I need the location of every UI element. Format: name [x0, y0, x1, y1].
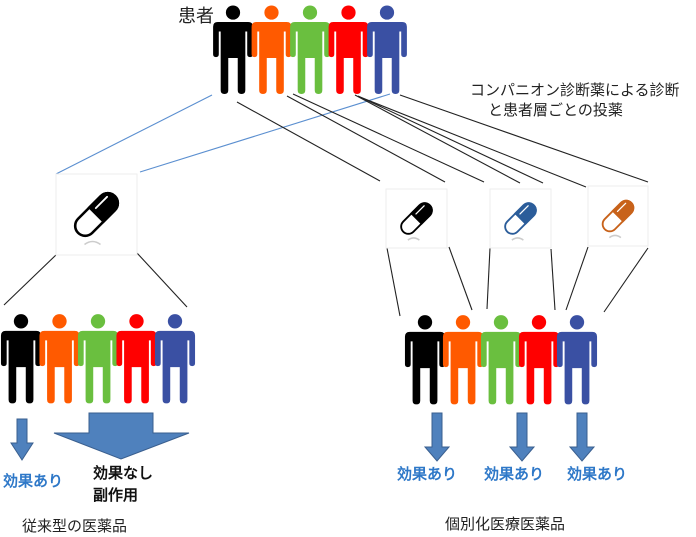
- capsule-icon: [601, 199, 635, 233]
- connector-conventional-pill-left: [3, 253, 58, 306]
- pills: [55, 173, 649, 256]
- person-icon-orange: [251, 5, 292, 95]
- companion-label-line2: と患者層ごとの投薬: [488, 101, 623, 119]
- capsule-icon: [400, 202, 433, 235]
- side-effect-label: 副作用: [93, 486, 139, 504]
- connector-conventional-pill-right: [136, 252, 188, 308]
- no-effect-side-effect-label: 効果なし 副作用: [93, 462, 153, 506]
- capsule-icon: [73, 191, 120, 238]
- person-icon-green: [290, 5, 330, 95]
- person-icon-green: [77, 314, 119, 404]
- person-icon-green: [480, 315, 522, 405]
- patient-group-top: [213, 5, 407, 95]
- connector-pill1-left: [386, 247, 401, 317]
- connector-pill2-left: [486, 247, 491, 310]
- personalized-pill-1-box: [385, 188, 448, 249]
- patient-group-conventional: [0, 314, 196, 404]
- arrow-conventional-no-effect: [53, 412, 190, 460]
- arrows: [10, 412, 596, 462]
- connector-pill3-right: [603, 247, 649, 313]
- capsule-icon: [504, 202, 537, 235]
- conventional-drugs-title: 従来型の医薬品: [22, 517, 128, 535]
- person-icon-orange: [442, 315, 484, 405]
- person-icon-black: [213, 5, 253, 95]
- arrow-personalized-black: [423, 412, 451, 462]
- personalized-pill-3-box: [587, 185, 649, 247]
- effect-label-personalized-1: 効果あり: [397, 465, 458, 483]
- person-icon-blue: [367, 5, 407, 95]
- connector-red-to-pill-2b: [354, 94, 521, 184]
- connector-black-to-pill-1: [236, 101, 381, 182]
- companion-diagnostic-label: コンパニオン診断薬による診断 と患者層ごとの投薬: [470, 80, 680, 120]
- effect-label-personalized-2: 効果あり: [484, 465, 545, 483]
- person-icon-blue: [556, 315, 598, 405]
- connector-pill1-right: [448, 246, 473, 311]
- connector-pill2-right: [550, 248, 556, 311]
- person-icon-red: [518, 315, 560, 405]
- person-icon-red: [328, 5, 369, 95]
- patients-label: 患者: [178, 6, 214, 27]
- person-icon-black: [404, 315, 446, 405]
- connector-red-to-pill-3: [359, 96, 587, 188]
- conventional-pill-box: [55, 173, 138, 256]
- arrow-personalized-red: [508, 412, 536, 462]
- connector-red-to-pill-2a: [357, 95, 544, 184]
- no-effect-label: 効果なし: [93, 464, 154, 482]
- connector-green-to-pill-2: [292, 93, 485, 183]
- connector-green-to-pill-1: [286, 95, 446, 183]
- companion-label-line1: コンパニオン診断薬による診断: [470, 81, 680, 99]
- arrow-conventional-effect: [10, 418, 34, 461]
- connector-lines: [3, 93, 649, 317]
- connector-black-to-conventional-pill: [55, 94, 213, 175]
- person-icon-red: [116, 314, 157, 404]
- effect-label-conventional: 効果あり: [3, 472, 64, 490]
- patient-group-personalized: [404, 315, 598, 405]
- person-icon-orange: [39, 314, 80, 404]
- connector-blue-to-pill-3: [399, 94, 649, 183]
- connector-pill3-left: [565, 246, 589, 311]
- effect-label-personalized-3: 効果あり: [567, 465, 628, 483]
- person-icon-black: [0, 314, 42, 404]
- personalized-pill-2-box: [489, 188, 552, 249]
- connector-blue-to-conventional-pill: [139, 93, 391, 173]
- person-icon-blue: [154, 314, 196, 404]
- arrow-personalized-blue: [568, 412, 596, 462]
- personalized-drugs-title: 個別化医療医薬品: [445, 515, 566, 533]
